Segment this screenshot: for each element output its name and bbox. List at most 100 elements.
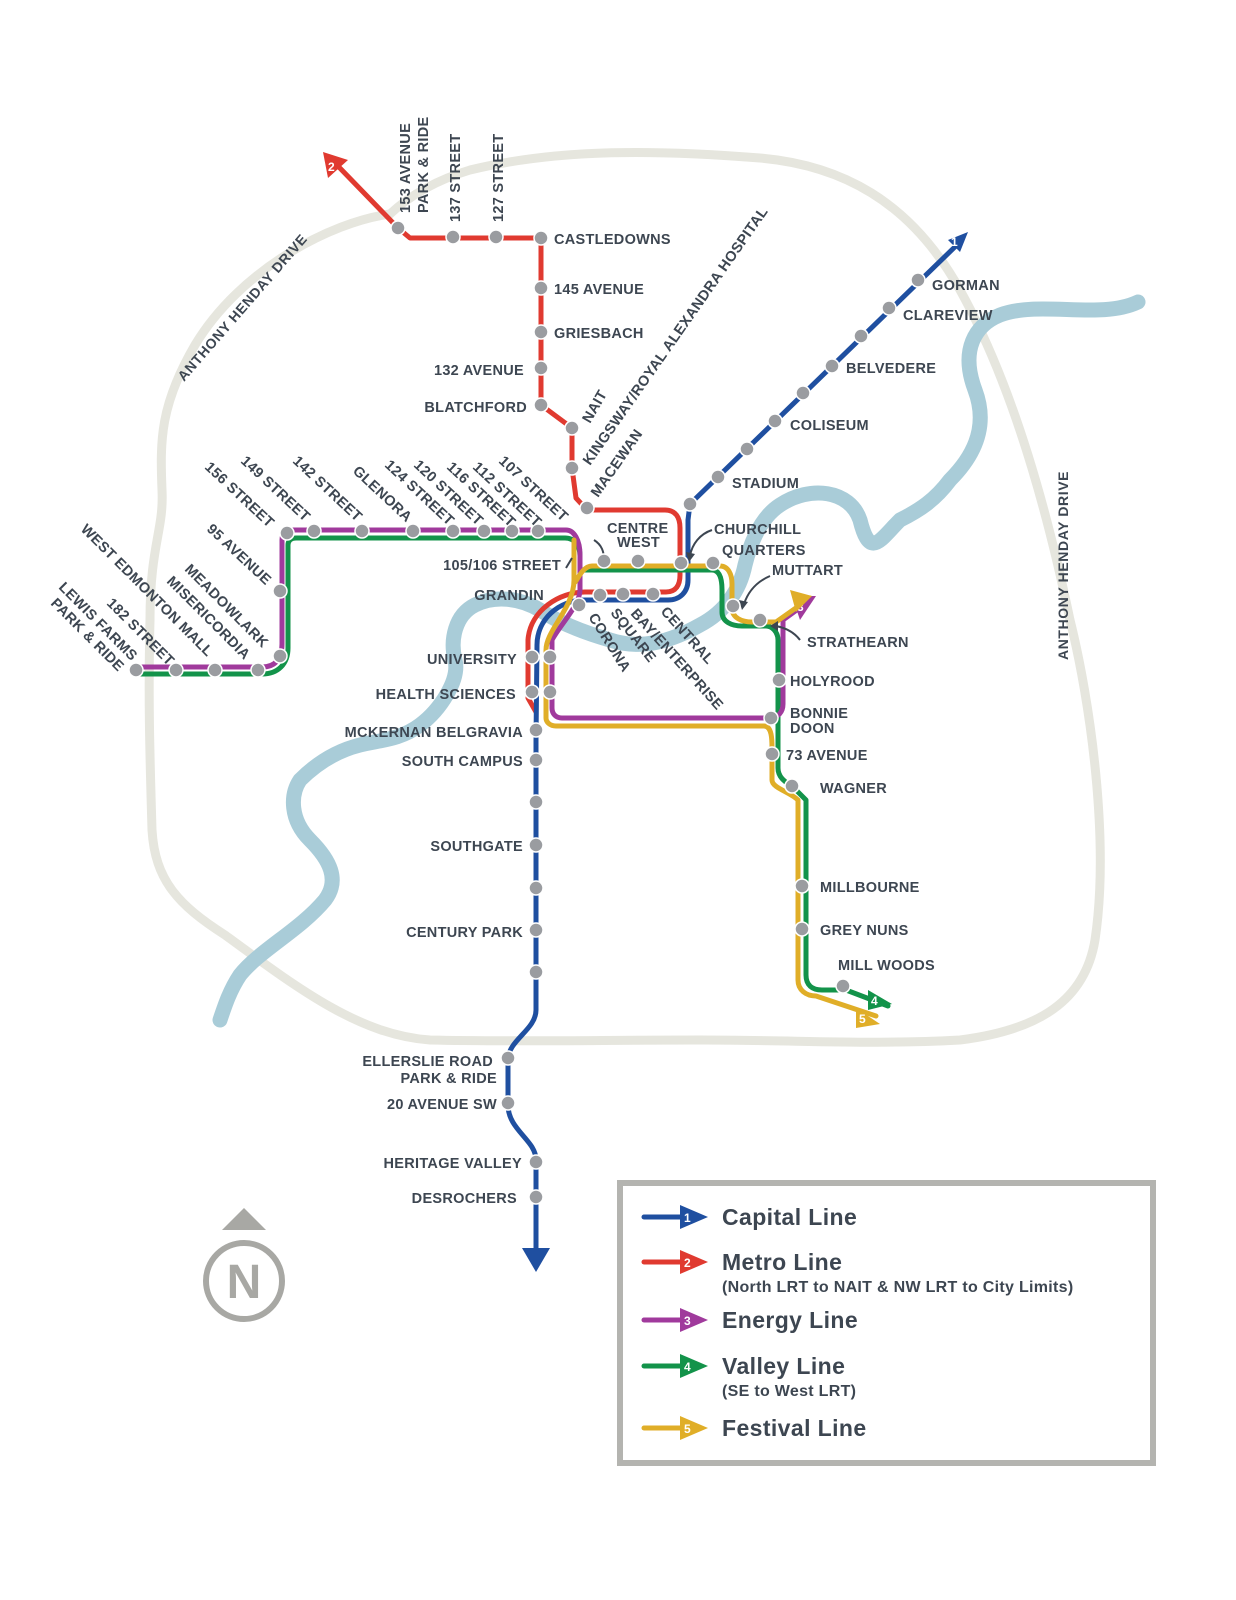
station-dot[interactable]: [528, 794, 544, 810]
svg-text:2: 2: [684, 1256, 691, 1270]
station-dot[interactable]: [910, 272, 926, 288]
station-dot[interactable]: [705, 555, 721, 571]
station-label: MILLBOURNE: [820, 880, 920, 896]
legend-item-metro: 2 Metro Line (North LRT to NAIT & NW LRT…: [641, 1249, 1073, 1296]
station-dot[interactable]: [533, 280, 549, 296]
road-label-east: ANTHONY HENDAY DRIVE: [1055, 471, 1071, 660]
capital-line-path: [505, 237, 965, 1263]
station-dot[interactable]: [645, 586, 661, 602]
station-dot[interactable]: [725, 598, 741, 614]
station-dot[interactable]: [445, 523, 461, 539]
station-dot[interactable]: [128, 662, 144, 678]
station-dot[interactable]: [279, 525, 295, 541]
station-label: GREY NUNS: [820, 923, 909, 939]
station-dot[interactable]: [533, 324, 549, 340]
station-dot[interactable]: [542, 684, 558, 700]
station-dot[interactable]: [739, 441, 755, 457]
station-label: SOUTHGATE: [430, 839, 523, 855]
station-dot[interactable]: [354, 523, 370, 539]
station-dot[interactable]: [752, 612, 768, 628]
station-dot[interactable]: [528, 1189, 544, 1205]
station-dot[interactable]: [795, 385, 811, 401]
station-dot[interactable]: [533, 230, 549, 246]
station-dot[interactable]: [207, 662, 223, 678]
station-label: QUARTERS: [722, 543, 806, 559]
station-dot[interactable]: [615, 586, 631, 602]
station-label: ELLERSLIE ROAD: [362, 1054, 493, 1070]
station-dot[interactable]: [592, 587, 608, 603]
station-dot[interactable]: [250, 662, 266, 678]
svg-text:5: 5: [859, 1012, 866, 1026]
river: [212, 294, 1146, 1028]
station-dot[interactable]: [504, 523, 520, 539]
station-label: HERITAGE VALLEY: [384, 1156, 523, 1172]
station-dot[interactable]: [500, 1095, 516, 1111]
station-dot[interactable]: [524, 649, 540, 665]
station-dot[interactable]: [630, 553, 646, 569]
svg-text:1: 1: [684, 1211, 691, 1225]
station-label: 105/106 STREET: [443, 558, 561, 574]
station-label: 153 AVENUE: [398, 123, 414, 213]
station-dot[interactable]: [673, 555, 689, 571]
station-dot[interactable]: [835, 978, 851, 994]
capital-arrow-south: [522, 1248, 550, 1272]
svg-text:Energy Line: Energy Line: [722, 1307, 858, 1333]
station-dot[interactable]: [764, 746, 780, 762]
station-dot[interactable]: [881, 300, 897, 316]
station-dot[interactable]: [528, 922, 544, 938]
station-dot[interactable]: [168, 662, 184, 678]
station-dot[interactable]: [533, 397, 549, 413]
station-dot[interactable]: [390, 220, 406, 236]
station-label: COLISEUM: [790, 418, 869, 434]
station-dot[interactable]: [794, 921, 810, 937]
station-dot[interactable]: [571, 597, 587, 613]
station-label: STRATHEARN: [807, 635, 909, 651]
station-dot[interactable]: [579, 500, 595, 516]
station-dot[interactable]: [306, 523, 322, 539]
station-dot[interactable]: [564, 460, 580, 476]
station-dot[interactable]: [533, 360, 549, 376]
svg-text:Valley Line: Valley Line: [722, 1353, 845, 1379]
station-dot[interactable]: [763, 710, 779, 726]
station-dot[interactable]: [682, 496, 698, 512]
station-dot[interactable]: [771, 672, 787, 688]
station-dot[interactable]: [488, 229, 504, 245]
station-dot[interactable]: [500, 1050, 516, 1066]
festival-line-path: [543, 537, 879, 1019]
station-label: MCKERNAN BELGRAVIA: [345, 725, 524, 741]
legend: 1 Capital Line 2 Metro Line (North LRT t…: [617, 1180, 1156, 1466]
station-dot[interactable]: [710, 469, 726, 485]
station-dot[interactable]: [524, 684, 540, 700]
station-dot[interactable]: [272, 648, 288, 664]
station-dot[interactable]: [530, 523, 546, 539]
station-label: 132 AVENUE: [434, 363, 524, 379]
svg-text:4: 4: [871, 994, 878, 1008]
station-dot[interactable]: [528, 722, 544, 738]
station-dot[interactable]: [596, 553, 612, 569]
station-dot[interactable]: [542, 649, 558, 665]
svg-text:2: 2: [328, 160, 335, 174]
station-dot[interactable]: [528, 880, 544, 896]
ring-road: [144, 147, 1105, 1047]
station-dot[interactable]: [528, 964, 544, 980]
station-dot[interactable]: [528, 1154, 544, 1170]
station-dot[interactable]: [853, 328, 869, 344]
station-dot[interactable]: [824, 358, 840, 374]
station-dot[interactable]: [405, 523, 421, 539]
station-dot[interactable]: [476, 523, 492, 539]
station-dot[interactable]: [767, 413, 783, 429]
station-dot[interactable]: [272, 583, 288, 599]
station-dot[interactable]: [445, 229, 461, 245]
station-dot[interactable]: [794, 878, 810, 894]
station-label: BELVEDERE: [846, 361, 936, 377]
legend-item-capital: 1 Capital Line: [641, 1204, 857, 1230]
road-label-west: ANTHONY HENDAY DRIVE: [174, 231, 310, 384]
station-dot[interactable]: [784, 778, 800, 794]
legend-item-energy: 3 Energy Line: [641, 1307, 858, 1333]
station-dot[interactable]: [528, 837, 544, 853]
svg-text:1: 1: [951, 235, 958, 249]
station-dot[interactable]: [528, 752, 544, 768]
station-dot[interactable]: [564, 420, 580, 436]
station-label: CENTRE: [607, 521, 668, 537]
compass: N: [203, 1208, 285, 1322]
